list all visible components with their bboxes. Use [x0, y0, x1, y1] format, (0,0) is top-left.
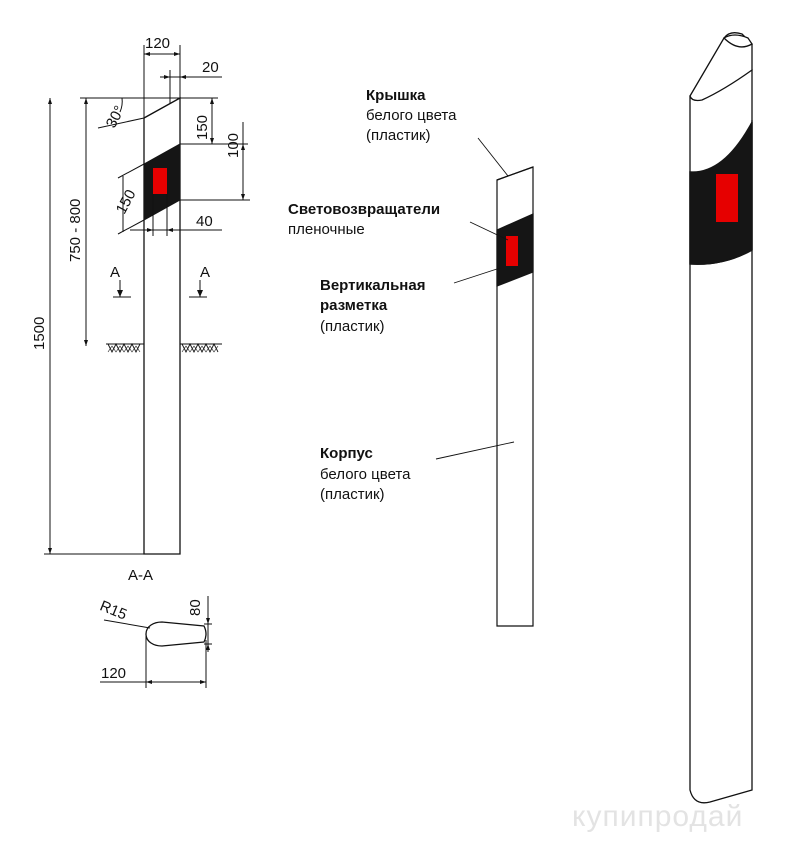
body-title: Корпус — [320, 445, 373, 462]
dim-depth-range: 750 - 800 — [67, 199, 84, 262]
marking-line3: (пластик) — [320, 318, 385, 335]
technical-drawing — [44, 45, 250, 688]
middle-reflector — [506, 236, 518, 266]
section-title: A-A — [128, 567, 153, 584]
reflector-title: Световозвращатели — [288, 201, 440, 218]
dim-section-height-80: 80 — [187, 599, 204, 616]
dim-width-120: 120 — [145, 35, 170, 52]
cap-title: Крышка — [366, 87, 426, 104]
dim-height-100: 100 — [225, 133, 242, 158]
body-line3: (пластик) — [320, 486, 385, 503]
dim-diagonal-150: 150 — [113, 187, 140, 217]
cap-line2: белого цвета — [366, 107, 457, 124]
section-profile — [145, 621, 207, 647]
dim-total-1500: 1500 — [31, 317, 48, 350]
dim-angle-30: 30° — [103, 103, 129, 131]
marking-title-2: разметка — [320, 297, 388, 314]
dim-width-40: 40 — [196, 213, 213, 230]
body-line2: белого цвета — [320, 466, 411, 483]
section-mark-left: A — [110, 264, 120, 281]
section-mark-right: A — [200, 264, 210, 281]
reflector-line2: пленочные — [288, 221, 365, 238]
perspective-reflector — [716, 174, 738, 222]
dim-section-width-120: 120 — [101, 665, 126, 682]
watermark: купипродай — [572, 800, 743, 833]
drawing-reflector — [153, 168, 167, 194]
leader-lines — [435, 137, 515, 460]
marking-title-1: Вертикальная — [320, 277, 425, 294]
dim-height-150-top: 150 — [194, 115, 211, 140]
drawing-cap-line — [143, 97, 181, 119]
perspective-post — [689, 32, 753, 804]
dim-radius: R15 — [97, 597, 129, 623]
ground-hatch — [106, 342, 222, 354]
cap-line3: (пластик) — [366, 127, 431, 144]
dim-offset-20: 20 — [202, 59, 219, 76]
labelled-post — [496, 166, 534, 627]
perspective-cap — [689, 32, 753, 102]
